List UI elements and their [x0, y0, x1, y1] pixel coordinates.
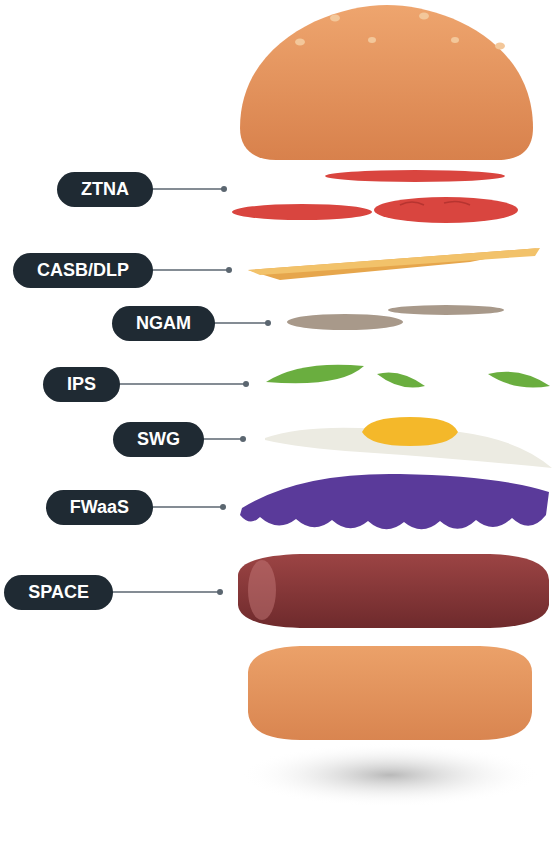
pill-label: SWG: [137, 430, 180, 448]
pickles: [266, 365, 550, 388]
purple-lettuce: [240, 474, 549, 529]
cheese-top: [248, 248, 540, 275]
label-pill: SWG: [113, 422, 204, 457]
patty: [238, 554, 549, 628]
pill-label: SPACE: [28, 583, 89, 601]
label-pill: NGAM: [112, 306, 215, 341]
pill-label: FWaaS: [70, 498, 129, 516]
label-pill: IPS: [43, 367, 120, 402]
tomato-seeds: [400, 201, 470, 205]
shadow: [240, 743, 540, 807]
pill-label: CASB/DLP: [37, 261, 129, 279]
sesame-seeds: [295, 13, 505, 50]
mushroom-slices: [287, 305, 504, 330]
pill-label: ZTNA: [81, 180, 129, 198]
label-pill: ZTNA: [57, 172, 153, 207]
cheese: [248, 248, 540, 280]
leader-dots: [217, 186, 271, 595]
pill-label: IPS: [67, 375, 96, 393]
egg-yolk: [362, 417, 458, 446]
patty-highlight: [248, 560, 276, 620]
top-bun: [240, 5, 533, 160]
leader-lines: [100, 189, 268, 592]
label-pill: SPACE: [4, 575, 113, 610]
bottom-bun: [248, 646, 532, 740]
label-pill: FWaaS: [46, 490, 153, 525]
label-pill: CASB/DLP: [13, 253, 153, 288]
pill-label: NGAM: [136, 314, 191, 332]
tomato-slices: [232, 170, 518, 223]
